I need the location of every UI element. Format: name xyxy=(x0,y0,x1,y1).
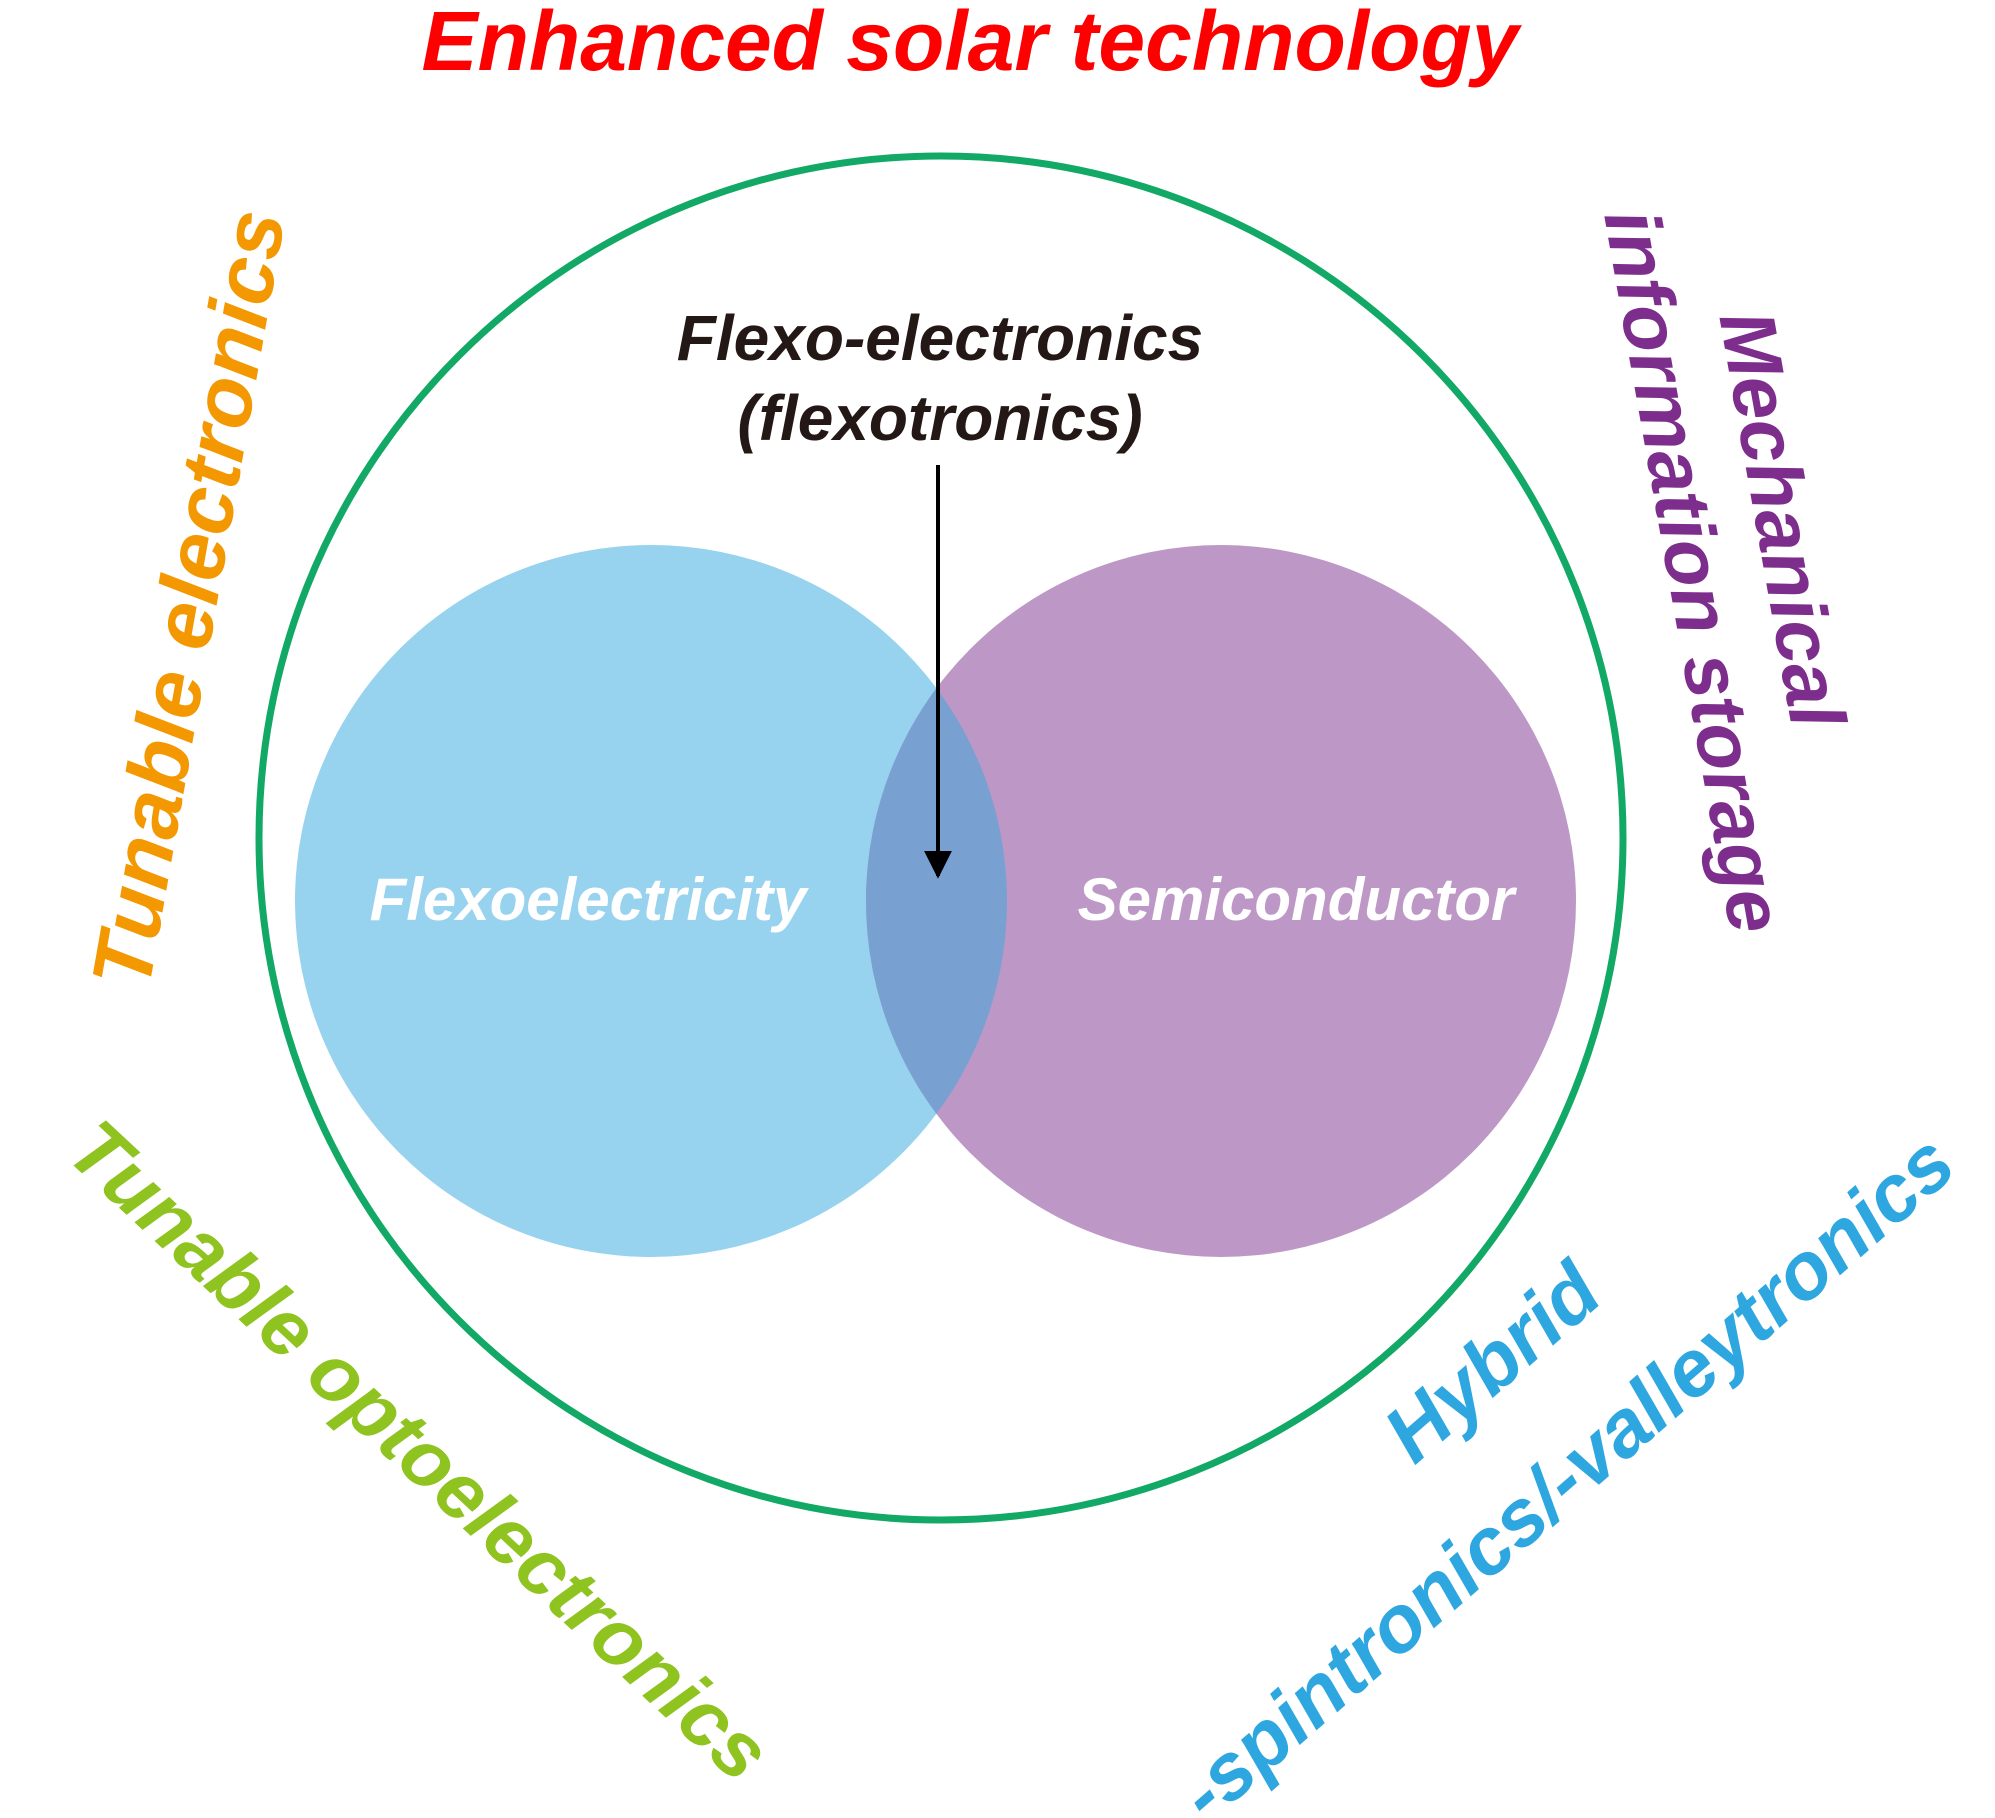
flexoelectricity-circle xyxy=(295,545,1007,1257)
outer-ring xyxy=(255,152,1627,1524)
flexoelectricity-label: Flexoelectricity xyxy=(370,866,810,933)
tunable-electronics-label: Tunable electronics xyxy=(74,203,303,995)
title-label: Enhanced solar technology xyxy=(422,0,1523,88)
flexo-electronics-label: Flexo-electronics xyxy=(677,302,1203,374)
semiconductor-circle xyxy=(866,545,1576,1257)
semiconductor-label: Semiconductor xyxy=(1078,866,1518,933)
flexotronics-label: (flexotronics) xyxy=(737,382,1142,454)
